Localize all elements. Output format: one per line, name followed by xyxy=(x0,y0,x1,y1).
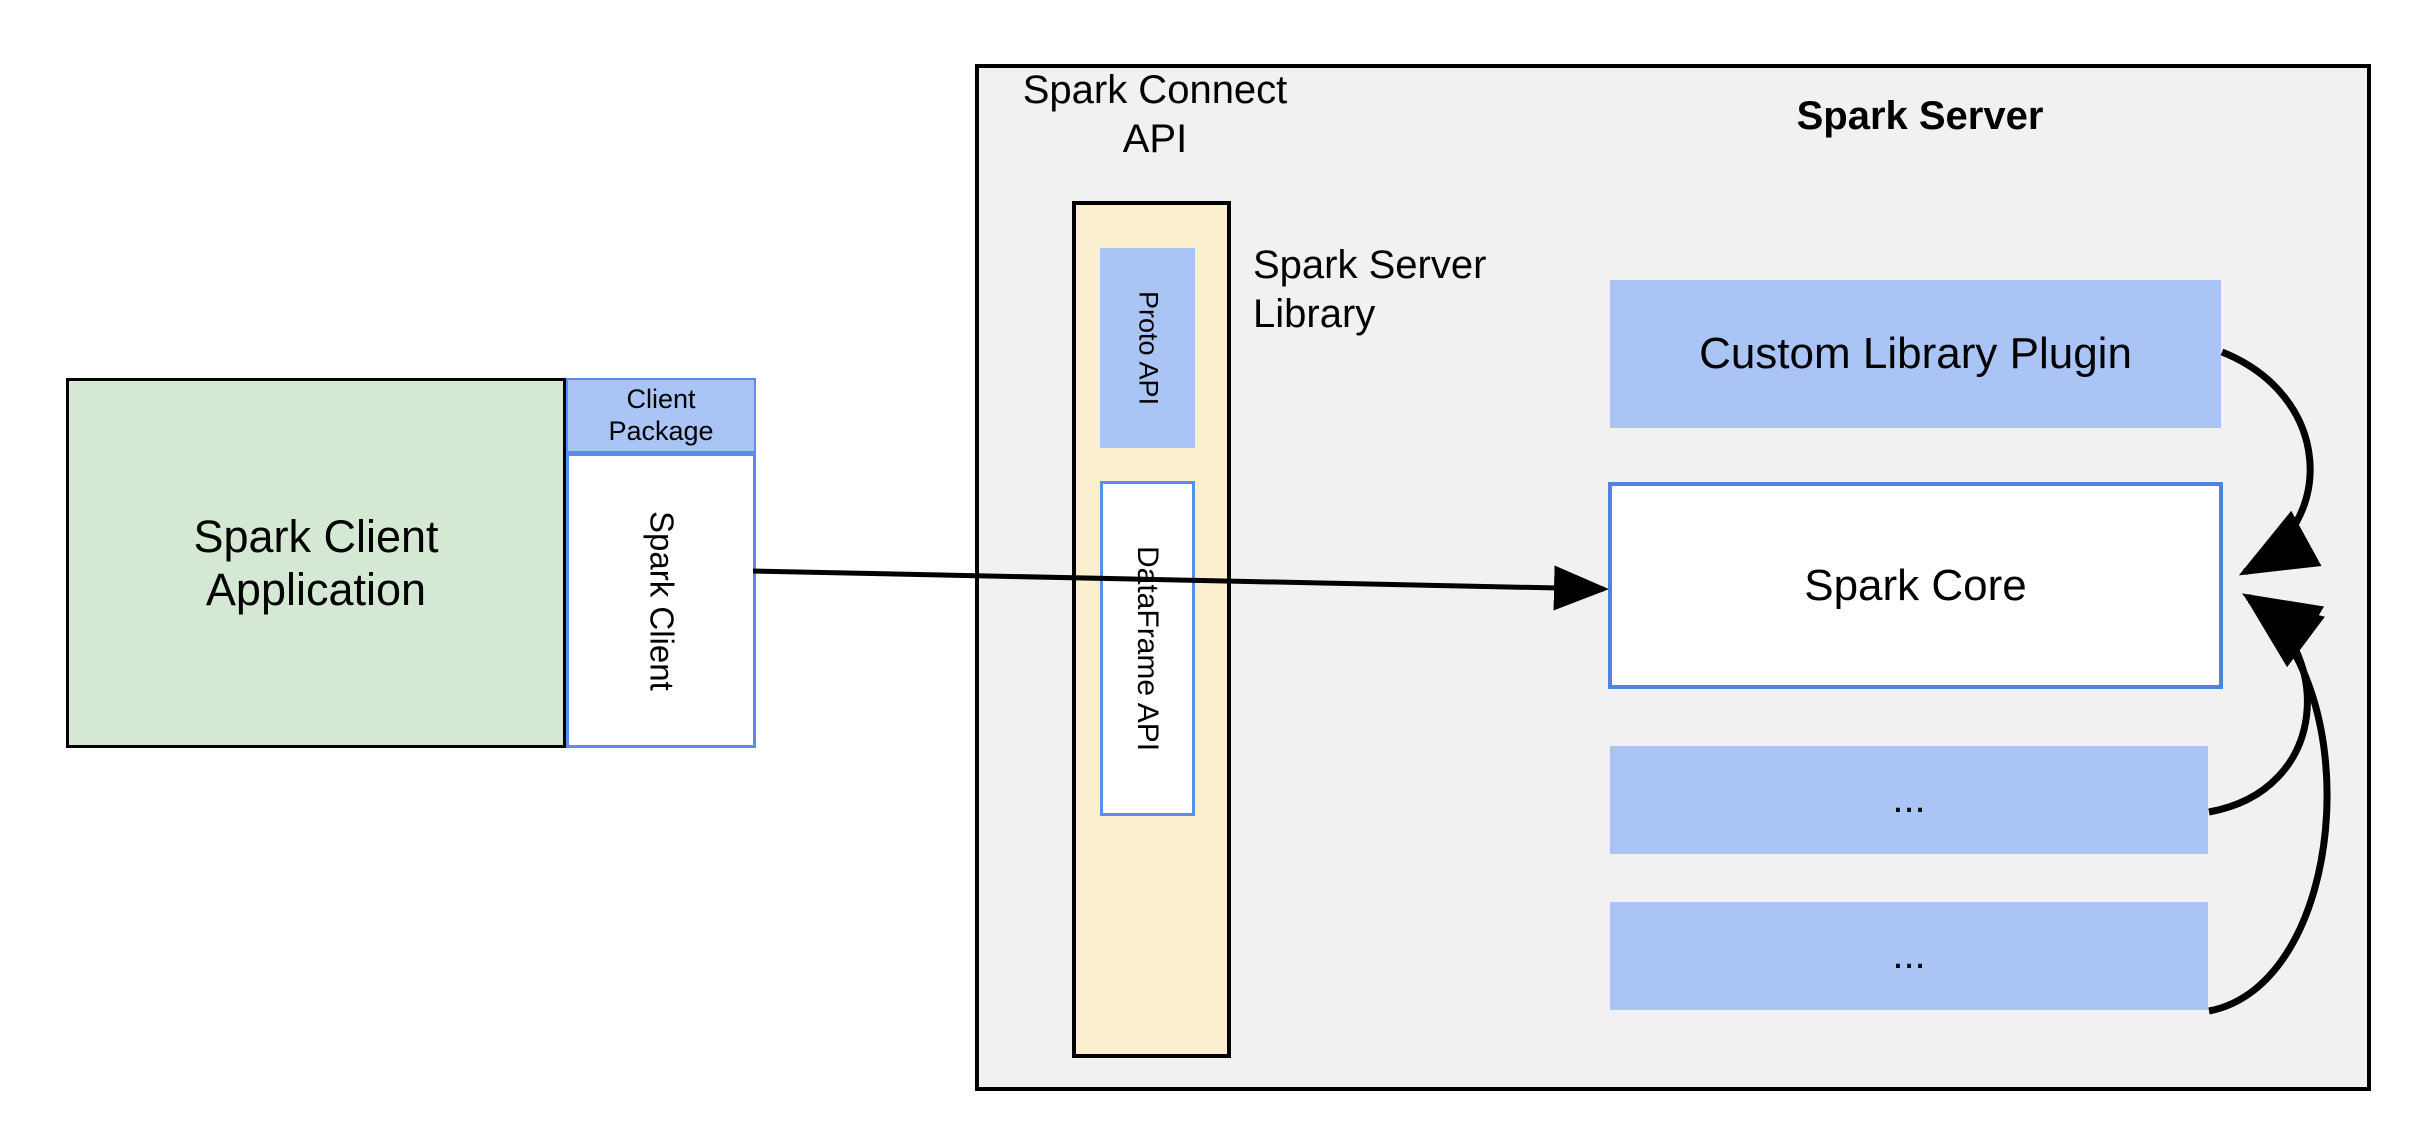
client-package-label: Client Package xyxy=(608,383,714,446)
spark-client-application-label: Spark Client Application xyxy=(193,510,439,615)
spark-server-title: Spark Server xyxy=(1796,94,2044,138)
spark-core-label: Spark Core xyxy=(1804,560,2027,610)
custom-library-plugin-box[interactable]: Custom Library Plugin xyxy=(1610,280,2221,428)
ellipsis-box-2[interactable]: ... xyxy=(1610,902,2208,1010)
ellipsis-1-label: ... xyxy=(1892,777,1926,822)
spark-client-application-box[interactable]: Spark Client Application xyxy=(66,378,566,748)
spark-client-box[interactable]: Spark Client xyxy=(566,453,756,748)
proto-api-box[interactable]: Proto API xyxy=(1100,248,1195,448)
client-package-box[interactable]: Client Package xyxy=(566,378,756,453)
dataframe-api-box[interactable]: DataFrame API xyxy=(1100,481,1195,816)
custom-library-plugin-label: Custom Library Plugin xyxy=(1699,329,2132,379)
spark-server-library-label: Spark Server Library xyxy=(1253,243,1487,336)
ellipsis-2-label: ... xyxy=(1892,933,1926,978)
spark-client-label: Spark Client xyxy=(643,510,681,691)
proto-api-label: Proto API xyxy=(1133,290,1164,406)
dataframe-api-label: DataFrame API xyxy=(1131,545,1165,752)
ellipsis-box-1[interactable]: ... xyxy=(1610,746,2208,854)
spark-connect-api-label: Spark Connect API xyxy=(1022,68,1288,161)
spark-core-box[interactable]: Spark Core xyxy=(1608,482,2223,689)
